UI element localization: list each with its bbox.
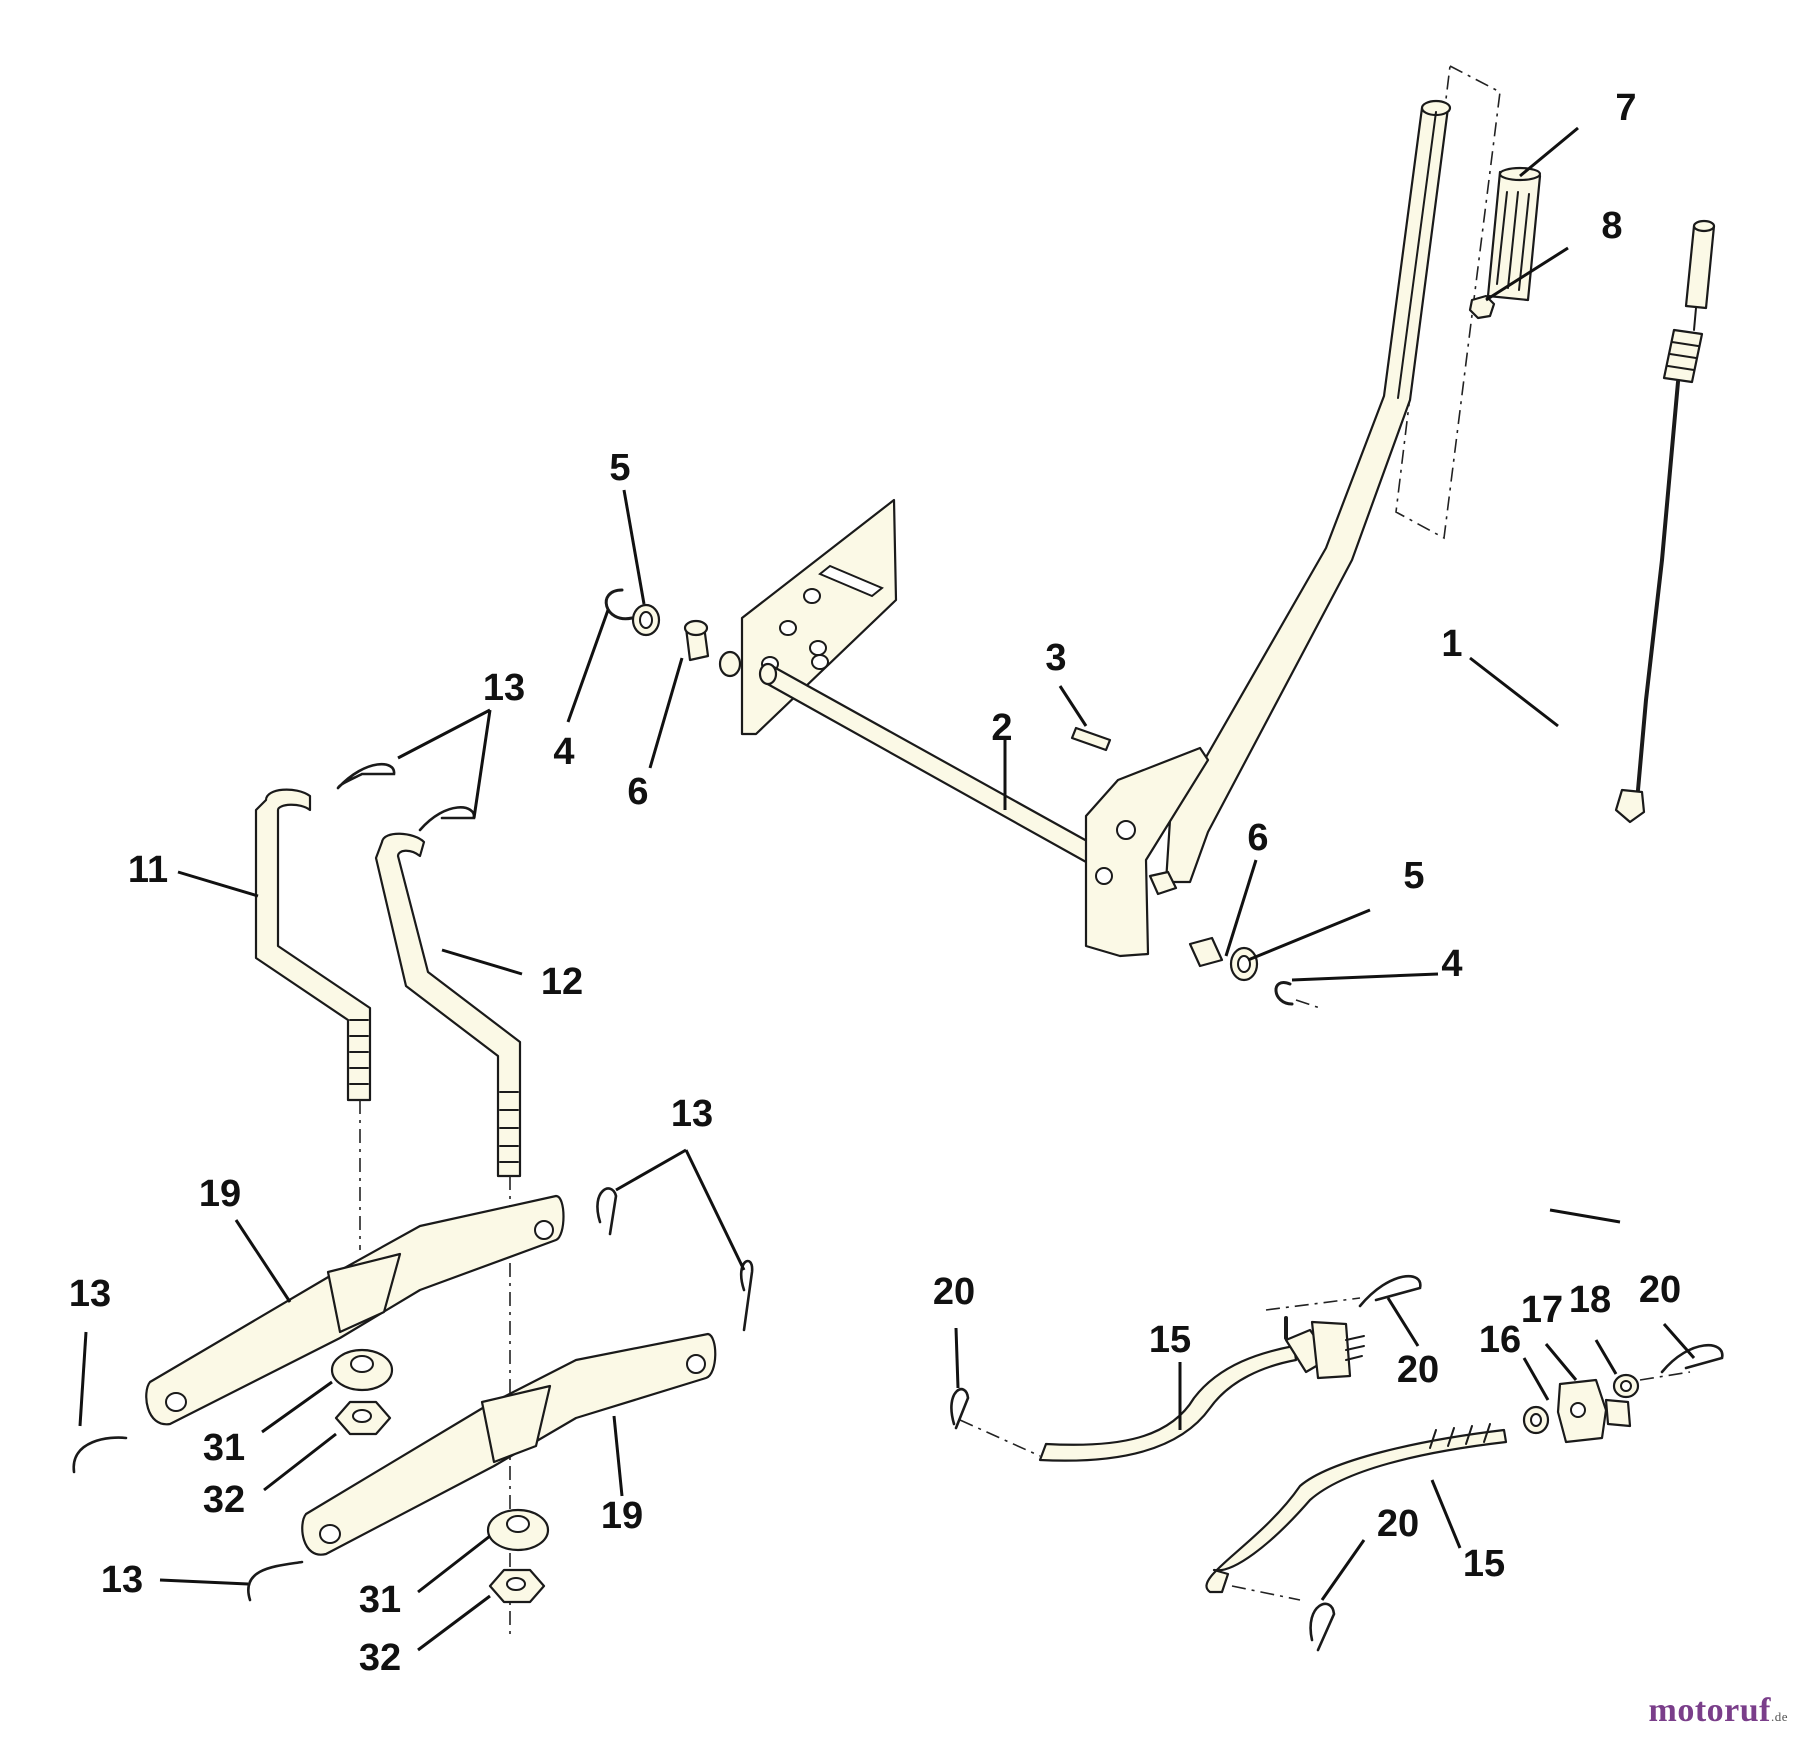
callout-1: 1 [1441,623,1462,665]
adjust-rod-lower [1205,1423,1508,1594]
callout-6-right: 6 [1247,817,1268,859]
callout-11: 11 [128,849,168,891]
callout-13-top: 13 [483,667,525,709]
hairpin-clips [72,762,754,1602]
callout-32-upper: 32 [203,1479,245,1521]
callout-19-lower: 19 [601,1495,643,1537]
callout-13-left: 13 [69,1273,111,1315]
callout-2: 2 [991,707,1012,749]
callout-8: 8 [1601,205,1622,247]
leader-lines [78,126,1696,1652]
callout-18: 18 [1569,1279,1611,1321]
lift-lever [1164,64,1501,884]
lift-arm-upper [145,1194,565,1426]
callout-5-right: 5 [1403,855,1424,897]
callout-15-lower: 15 [1463,1543,1505,1585]
roll-pin [1070,726,1112,752]
callout-4-right: 4 [1441,943,1462,985]
callout-20-left: 20 [933,1271,975,1313]
watermark-logo: motoruf.de [1648,1692,1788,1729]
callout-20-right: 20 [1639,1269,1681,1311]
callout-15-upper: 15 [1149,1319,1191,1361]
callout-4-left: 4 [553,731,574,773]
callout-7: 7 [1615,87,1636,129]
callout-20-bottom: 20 [1377,1503,1419,1545]
callout-6-left: 6 [627,771,648,813]
callout-13-mid: 13 [671,1093,713,1135]
lift-arm-lower [301,1332,717,1556]
callout-31-lower: 31 [359,1579,401,1621]
trunnion-hardware [1522,1373,1640,1444]
bushing-lower [486,1508,550,1552]
callout-labels: 1 2 3 4 4 5 5 6 6 7 8 11 12 13 13 13 13 … [69,87,1681,1679]
nut-upper [334,1400,392,1436]
lever-bracket [1084,746,1210,958]
callout-20-mid: 20 [1397,1349,1439,1391]
nut-lower [488,1568,546,1604]
lift-shaft [718,650,1116,874]
lift-link-11 [254,788,372,1102]
shaft-end [1148,870,1178,896]
right-retainer-group [1188,936,1321,1009]
callout-31-upper: 31 [203,1427,245,1469]
adjust-rod-upper [1038,1316,1365,1462]
callout-13-bottom: 13 [101,1559,143,1601]
callout-3: 3 [1045,637,1066,679]
callout-16: 16 [1479,1319,1521,1361]
hairpin-clips-20 [950,1274,1724,1652]
bushing-upper [330,1348,394,1392]
callout-32-lower: 32 [359,1637,401,1679]
lift-link-12 [374,832,522,1178]
callout-19-upper: 19 [199,1173,241,1215]
callout-17: 17 [1521,1289,1563,1331]
left-retainer-group [604,588,710,662]
lift-cable [1614,219,1716,824]
grip-nut [1468,294,1496,320]
callout-12: 12 [541,961,583,1003]
callout-5-left: 5 [609,447,630,489]
handle-grip [1486,166,1542,302]
